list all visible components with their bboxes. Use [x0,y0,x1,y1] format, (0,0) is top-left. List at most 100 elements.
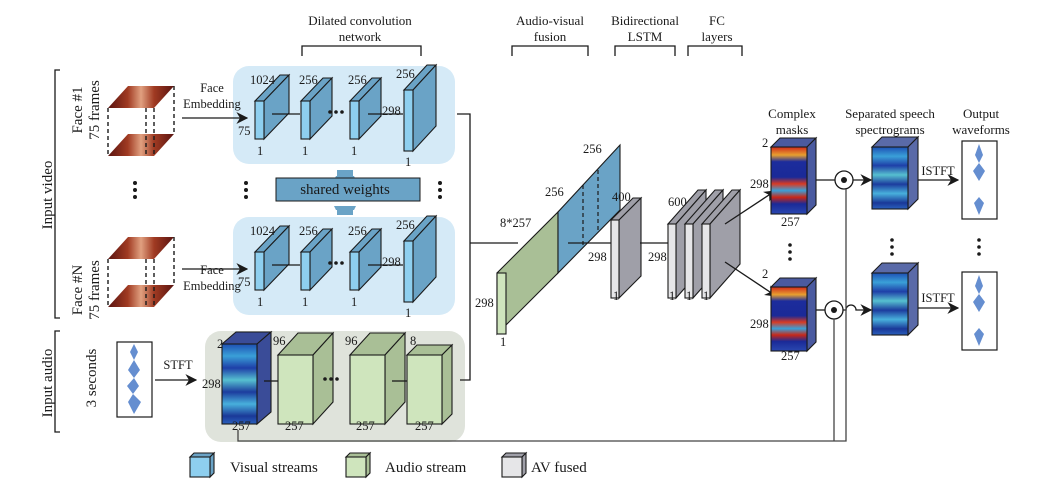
op-face-embedding-N-line2: Embedding [183,279,241,293]
visual-stream-N-layer-1-front [254,251,265,291]
fc-width-1: 1 [669,289,675,303]
visual-stream-N-ellipsis-dot-1 [334,261,338,265]
mask-ellipsis-dot-2 [788,257,792,261]
label-input-video: Input video [40,161,56,230]
fusion-height: 298 [475,296,494,310]
header-fusion-line1: Audio-visual [516,13,584,28]
waveform-shape [127,344,141,414]
visual-stream-1-layer-3 [348,76,383,141]
visual-stream-N-layer-3-front [349,251,360,291]
audio-input-spectrogram [220,330,273,426]
mask-ellipsis-dot-1 [788,250,792,254]
vsN-l2-width: 1 [302,295,308,309]
header-separated-line2: spectrograms [855,122,924,137]
fusion-audio-dim: 8*257 [500,216,531,230]
audio-layer-1 [276,331,335,426]
ellipsis-faces-dot-2 [133,195,137,199]
lstm-block-front [610,219,620,299]
audio-ellipsis-dot-0 [323,377,327,381]
visual-stream-N-layer-1 [253,224,291,292]
separated-spectrogram-N [870,261,920,337]
header-separated-line1: Separated speech [845,106,935,121]
fc-width-2: 1 [686,289,692,303]
vsN-l3-channels: 256 [348,224,367,238]
mask1-height: 298 [750,177,769,191]
audio-input-spectrogram-front [221,343,258,425]
wave-ellipsis-dot-2 [977,252,981,256]
fusion-width: 1 [500,335,506,349]
multiply-op-N-dot [831,307,837,313]
fc-layer-3-front [701,223,711,299]
fusion-visual-dashes [582,170,599,245]
op-stft: STFT [163,358,193,372]
bracket-input-audio [54,330,60,433]
visual-stream-1-layer-2 [299,76,334,141]
vs1-l3-width: 1 [351,144,357,158]
label-input-audio: Input audio [40,349,56,418]
vs1-output-height: 298 [382,104,401,118]
output-waveform-N-shape [973,275,985,346]
audio-ellipsis-dot-1 [329,377,333,381]
as-input-channels: 2 [217,337,223,351]
face-stack-N-stack-dashes [107,237,175,307]
face-stack-N-frame-top [108,237,174,259]
audio-layer-2 [348,331,407,426]
legend-visual-label: Visual streams [230,460,318,476]
visual-stream-N-layer-3 [348,227,383,292]
fusion-visual-dim-1: 256 [545,185,564,199]
vsN-input-height: 75 [238,275,251,289]
visual-stream-1-ellipsis-dot-2 [340,110,344,114]
shared-down-arrow-stem [337,210,353,215]
header-lstm-line2: LSTM [628,29,663,44]
legend-fused-swatch [500,451,528,479]
vs1-input-height: 75 [238,124,251,138]
header-masks-line2: masks [776,122,809,137]
output-waveform-N [961,271,998,351]
bracket-fusion [511,45,589,56]
label-face1-line1: Face #1 [70,86,86,133]
vs1-l2-width: 1 [302,144,308,158]
input-audio-waveform [116,341,153,418]
vs1-l4-channels: 256 [396,67,415,81]
header-masks-line1: Complex [768,106,816,121]
mask-ellipsis-dot-0 [788,243,792,247]
audio-ellipsis-dot-2 [335,377,339,381]
header-fc-line1: FC [709,13,725,28]
spec-ellipsis-dot-0 [890,238,894,242]
vsN-l3-width: 1 [351,295,357,309]
op-face-embedding-1-line1: Face [200,81,224,95]
separated-spectrogram-1-front [871,146,909,210]
audio-layer-3 [405,343,454,426]
fusion-visual-part [557,143,621,275]
header-output-line2: waveforms [952,122,1010,137]
separated-spectrogram-N-front [871,272,909,336]
face-stack-1 [107,86,175,156]
visual-stream-N-layer-4-front [403,240,414,303]
fc-layer-3 [700,188,742,300]
arrow-to-mask-N [724,261,777,297]
label-audio-length: 3 seconds [84,348,100,407]
fusion-audio-front [496,272,507,335]
arrow-to-mask-1 [724,190,776,225]
audio-layer-2-front [349,354,386,425]
vs1-l1-channels: 1024 [250,73,276,87]
visual-stream-N-ellipsis-dot-0 [328,261,332,265]
legend-fused-swatch-front [501,456,523,478]
as-l1-width: 257 [285,419,304,433]
header-dilated-line1: Dilated convolution [308,13,412,28]
header-dilated-line2: network [339,29,382,44]
as-l2-width: 257 [356,419,375,433]
ellipsis-streams-dot-0 [438,181,442,185]
bracket-fc [687,45,743,56]
lstm-width: 1 [613,289,619,303]
complex-mask-N [769,276,818,353]
legend-fused-label: AV fused [531,460,587,476]
ellipsis-embed-dot-0 [244,181,248,185]
wave-ellipsis-dot-0 [977,238,981,242]
vsN-l4-width: 1 [405,306,411,320]
face-stack-1-stack-dashes [107,86,175,156]
fc-layer-1-front [667,223,677,299]
as-l1-channels: 96 [273,334,286,348]
legend-audio-label: Audio stream [385,460,467,476]
visual-stream-1-layer-3-front [349,100,360,140]
